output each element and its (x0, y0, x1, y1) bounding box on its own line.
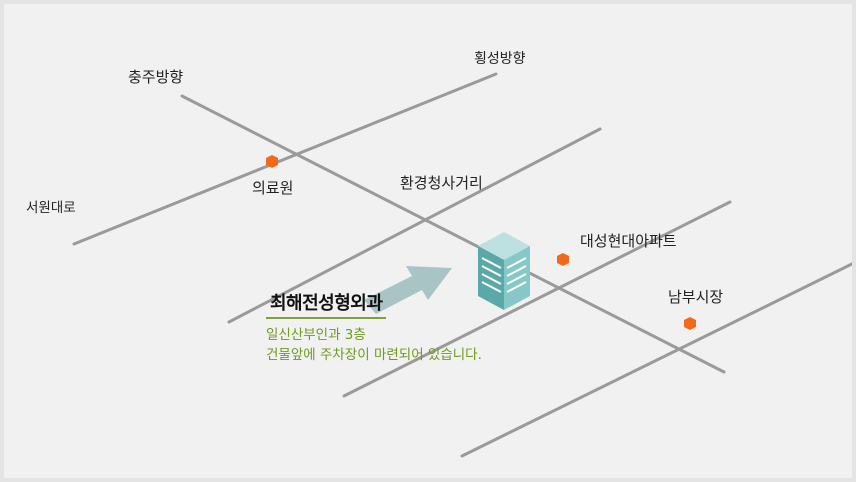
marker-daeseong-apt (557, 253, 569, 266)
label-daeseong-apartment: 대성현대아파트 (580, 232, 677, 250)
pointer-arrow (364, 266, 452, 314)
label-hoengseong-direction: 횡성방향 (474, 51, 526, 67)
label-nambu-market: 남부시장 (668, 288, 724, 306)
road-main-diagonal (180, 94, 726, 374)
road-seowon (72, 72, 498, 246)
clinic-note-line1: 일신산부인과 3층 (266, 327, 366, 343)
road-daeseong (342, 200, 732, 398)
marker-nambu-market (684, 317, 696, 330)
clinic-building-icon (478, 232, 530, 310)
clinic-note: 일신산부인과 3층 건물앞에 주차장이 마련되어 있습니다. (266, 325, 482, 365)
road-hwangyeong (227, 127, 602, 324)
clinic-info: 최해전성형외과 일신산부인과 3층 건물앞에 주차장이 마련되어 있습니다. (266, 294, 482, 365)
clinic-note-line2: 건물앞에 주차장이 마련되어 있습니다. (266, 347, 482, 363)
label-seowon-road: 서원대로 (26, 200, 76, 216)
clinic-name: 최해전성형외과 (266, 295, 387, 319)
marker-medical-center (266, 155, 278, 168)
label-chungju-direction: 충주방향 (128, 68, 184, 86)
road-map (72, 72, 852, 458)
label-medical-center: 의료원 (252, 179, 294, 197)
label-hwangyeong-intersection: 환경청사거리 (400, 174, 483, 192)
road-nambu (460, 262, 852, 458)
